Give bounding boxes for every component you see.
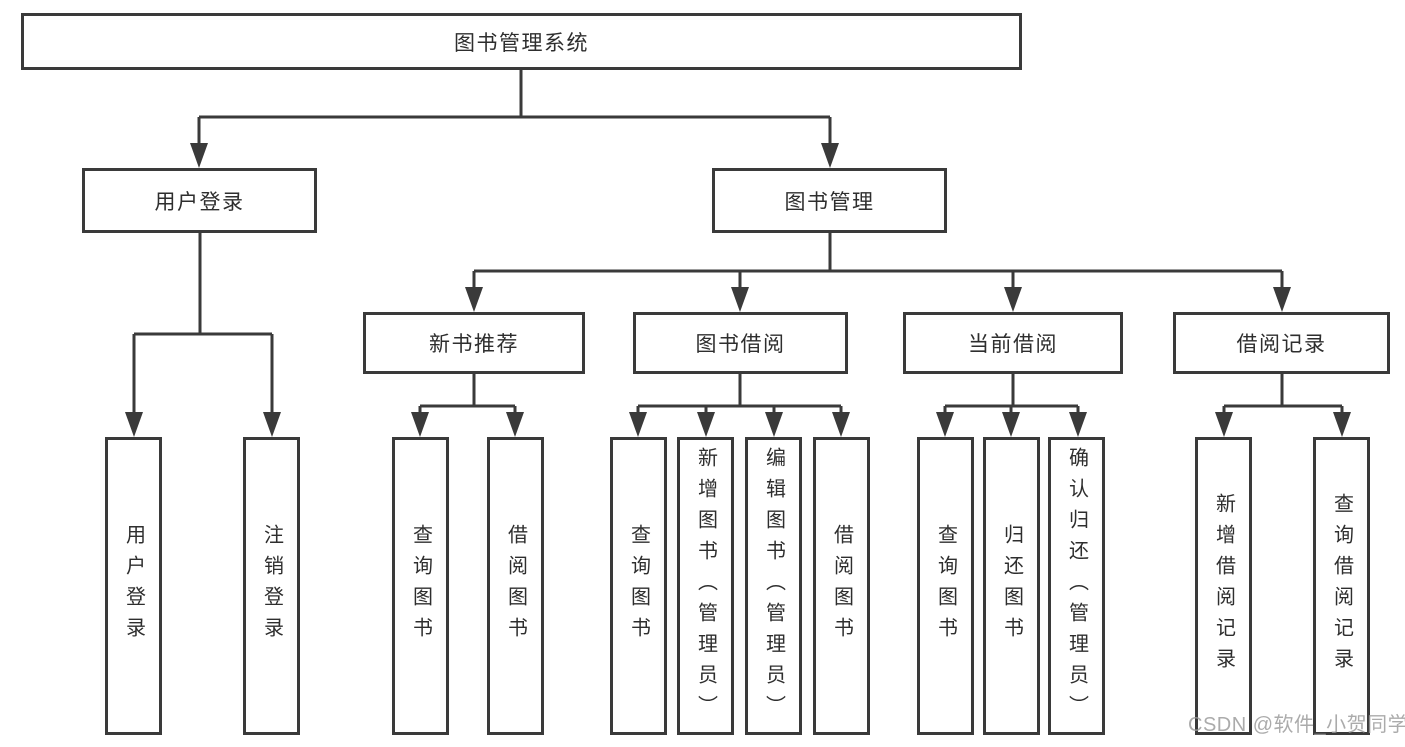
leaf-query-books-current: 查询图书 <box>917 437 974 735</box>
leaf-query-books-borrow: 查询图书 <box>610 437 667 735</box>
leaf-add-books-admin-label: 新增图书（管理员） <box>694 446 717 726</box>
leaf-add-borrow-record-label: 新增借阅记录 <box>1212 493 1235 679</box>
connector-root-to-level2 <box>197 70 832 146</box>
connector-records-to-leaves <box>1222 374 1344 416</box>
leaf-query-borrow-record-label: 查询借阅记录 <box>1330 493 1353 679</box>
node-borrowing-records: 借阅记录 <box>1173 312 1390 374</box>
leaf-borrow-books-recommend: 借阅图书 <box>487 437 544 735</box>
node-book-borrowing: 图书借阅 <box>633 312 848 374</box>
leaf-user-login-label: 用户登录 <box>122 524 145 648</box>
node-root-label: 图书管理系统 <box>454 31 589 55</box>
csdn-watermark: CSDN @软件_小贺同学 <box>1188 714 1405 736</box>
leaf-edit-books-admin-label: 编辑图书（管理员） <box>762 446 785 726</box>
node-current-borrowing-label: 当前借阅 <box>968 333 1058 356</box>
node-book-borrowing-label: 图书借阅 <box>695 333 786 356</box>
connector-userlogin-to-leaves <box>132 233 274 416</box>
connector-currentborrow-to-leaves <box>943 374 1080 416</box>
leaf-logout-label: 注销登录 <box>260 524 283 648</box>
leaf-return-books: 归还图书 <box>983 437 1040 735</box>
leaf-add-borrow-record: 新增借阅记录 <box>1195 437 1252 735</box>
connector-newbook-to-leaves <box>418 374 517 416</box>
arrowheads <box>125 143 1351 437</box>
leaf-confirm-return-admin: 确认归还（管理员） <box>1048 437 1105 735</box>
leaf-edit-books-admin: 编辑图书（管理员） <box>745 437 802 735</box>
leaf-user-login: 用户登录 <box>105 437 162 735</box>
leaf-confirm-return-admin-label: 确认归还（管理员） <box>1065 446 1088 726</box>
leaf-query-books-current-label: 查询图书 <box>934 524 957 648</box>
node-book-management-label: 图书管理 <box>784 190 875 214</box>
node-root: 图书管理系统 <box>21 13 1022 70</box>
node-user-login-label: 用户登录 <box>154 190 245 214</box>
leaf-query-books-recommend-label: 查询图书 <box>409 524 432 648</box>
leaf-borrow-books-recommend-label: 借阅图书 <box>504 524 527 648</box>
leaf-borrow-books-label: 借阅图书 <box>830 524 853 648</box>
node-new-book-recommend-label: 新书推荐 <box>429 333 519 356</box>
leaf-query-borrow-record: 查询借阅记录 <box>1313 437 1370 735</box>
leaf-return-books-label: 归还图书 <box>1000 524 1023 648</box>
connector-bookborrow-to-leaves <box>636 374 843 416</box>
node-borrowing-records-label: 借阅记录 <box>1236 333 1327 356</box>
node-current-borrowing: 当前借阅 <box>903 312 1123 374</box>
leaf-query-books-borrow-label: 查询图书 <box>627 524 650 648</box>
node-new-book-recommend: 新书推荐 <box>363 312 585 374</box>
leaf-borrow-books: 借阅图书 <box>813 437 870 735</box>
connector-bookmgmt-to-level3 <box>472 233 1284 290</box>
leaf-query-books-recommend: 查询图书 <box>392 437 449 735</box>
node-user-login: 用户登录 <box>82 168 317 233</box>
leaf-logout: 注销登录 <box>243 437 300 735</box>
node-book-management: 图书管理 <box>712 168 947 233</box>
leaf-add-books-admin: 新增图书（管理员） <box>677 437 734 735</box>
